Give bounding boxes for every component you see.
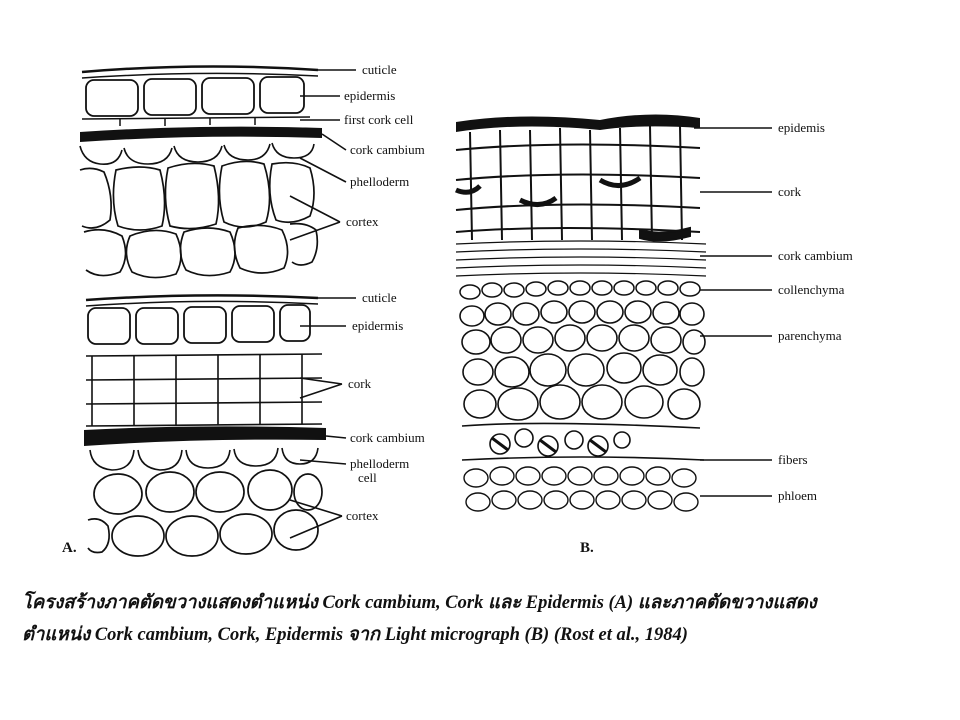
micrograph-cork-cambium [455,240,707,277]
cortex-cells-a2 [87,469,323,557]
diagram-a-bottom [84,294,326,557]
label-phelloderm-top: phelloderm [350,174,409,189]
panel-label-b: B. [580,540,594,556]
cortex-cells-a1 [79,160,319,279]
epidermis-cells-a1 [85,76,305,117]
label-cork-cambium-top: cork cambium [350,142,425,157]
cork-cambium-band-a1 [80,126,322,142]
label-cork-cambium-b: cork cambium [778,248,853,263]
label-cuticle-top: cuticle [362,62,397,77]
label-cortex-bottom: cortex [346,508,379,523]
label-phloem-b: phloem [778,488,817,503]
label-first-cork-cell: first cork cell [344,112,414,127]
labels-a-top: cuticle epidermis first cork cell cork c… [344,62,425,229]
micrograph-epidermis [456,114,700,132]
label-parenchyma-b: parenchyma [778,328,842,343]
label-cork-b: cork [778,184,802,199]
labels-b: epidemis cork cork cambium collenchyma p… [778,120,853,503]
label-collenchyma-b: collenchyma [778,282,845,297]
caption-line-2: ตำแหน่ง Cork cambium, Cork, Epidermis จา… [22,625,688,645]
label-epidemis-b: epidemis [778,120,825,135]
caption-line-1: โครงสร้างภาคตัดขวางแสดงตำแหน่ง Cork camb… [22,593,817,613]
label-epidermis-top: epidermis [344,88,395,103]
phelloderm-cells-a2 [89,447,319,471]
cork-cells-a2 [85,353,323,427]
label-phelloderm-cell: cell [358,470,377,485]
micrograph-cork [455,125,701,242]
label-fibers-b: fibers [778,452,808,467]
cuticle-layer-a1 [81,65,319,74]
label-cuticle-bottom: cuticle [362,290,397,305]
label-cork-cambium-bottom: cork cambium [350,430,425,445]
diagram-a-top [79,65,322,279]
leader-lines [289,69,772,539]
diagram-b-micrograph [455,114,707,512]
micrograph-parenchyma [459,300,706,421]
label-phelloderm-bottom: phelloderm [350,456,409,471]
cork-cambium-band-a2 [84,426,326,446]
labels-a-bottom: cuticle epidermis cork cork cambium phel… [346,290,425,523]
micrograph-fibers [461,422,705,461]
micrograph-collenchyma [459,280,701,300]
micrograph-phloem [463,466,699,512]
epidermis-cells-a2 [87,304,311,345]
cuticle-layer-a2 [85,294,319,302]
label-cortex-top: cortex [346,214,379,229]
panel-label-a: A. [62,540,77,556]
phelloderm-cells-a1 [79,142,315,166]
label-cork-bottom: cork [348,376,372,391]
label-epidermis-bottom: epidermis [352,318,403,333]
